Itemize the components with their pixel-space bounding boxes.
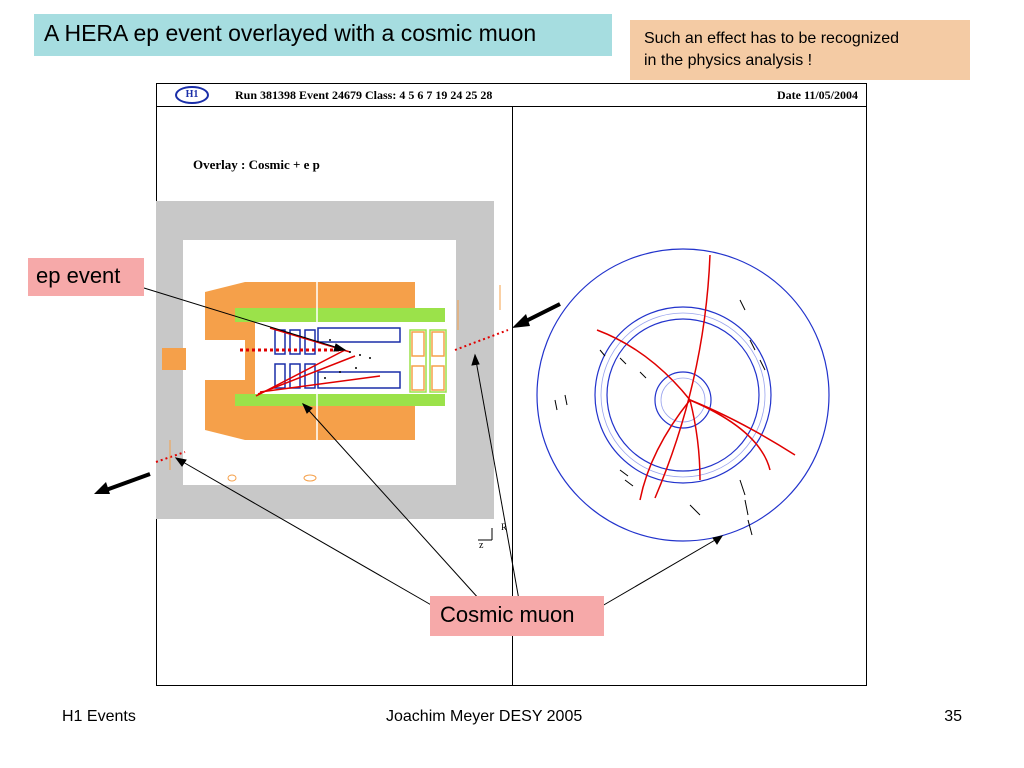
callout-arrows [143,287,724,607]
arrow-cosmic-center [302,403,481,601]
recognition-note: Such an effect has to be recognized in t… [630,20,970,80]
arrow-ep-event-head [333,343,347,352]
side-view [155,201,509,519]
middle-ring-inner [606,318,760,472]
cosmic-hit-marks [169,285,501,482]
arrow-cosmic-left [175,457,434,607]
direction-arrow-out [105,472,151,492]
arrow-cosmic-end-head [712,535,724,545]
axis-r-label: R [501,522,508,532]
view-divider [512,106,513,686]
arrow-ep-event [143,287,346,351]
forward-green-outlines [409,329,447,393]
run-info: Run 381398 Event 24679 Class: 4 5 6 7 19… [235,88,493,102]
overlay-label: Overlay : Cosmic + e p [193,157,320,172]
note-line-2: in the physics analysis ! [644,52,813,69]
arrow-cosmic-left-head [174,457,187,467]
inner-ring-mid [660,377,706,423]
axis-indicator [478,528,493,541]
inner-ring [654,371,712,429]
green-region-top [235,308,445,322]
h1-logo-icon: H1 [175,86,209,104]
arrow-cosmic-end [601,535,723,607]
footer-left: H1 Events [62,708,136,725]
direction-arrow-out-head [94,482,110,494]
event-date: Date 11/05/2004 [777,88,858,102]
outer-ring [536,248,830,542]
arrow-cosmic-right-head [471,353,480,366]
ep-event-callout: ep event [28,258,144,296]
cosmic-muon-callout: Cosmic muon [430,596,604,636]
green-region-bottom [235,394,445,406]
direction-arrow-in [523,302,561,324]
event-display-header: H1 Run 381398 Event 24679 Class: 4 5 6 7… [157,84,866,107]
tracker-chambers [274,327,401,389]
middle-ring-outer [594,306,772,484]
end-view-tracks [596,254,796,501]
forward-chambers [411,331,445,391]
slide-title: A HERA ep event overlayed with a cosmic … [34,14,612,56]
backward-block [162,348,186,370]
beam-gap [200,340,245,380]
end-view-hits [554,299,766,536]
middle-ring-mid [600,312,766,478]
end-view [536,248,830,542]
axis-z-label: z [479,540,484,551]
arrow-cosmic-right [474,354,520,601]
arrow-cosmic-center-head [302,403,313,414]
footer-center: Joachim Meyer DESY 2005 [386,708,583,725]
note-line-1: Such an effect has to be recognized [644,30,899,47]
direction-arrow-in-head [512,314,530,328]
page-number: 35 [944,708,962,725]
direction-arrows [94,302,561,494]
